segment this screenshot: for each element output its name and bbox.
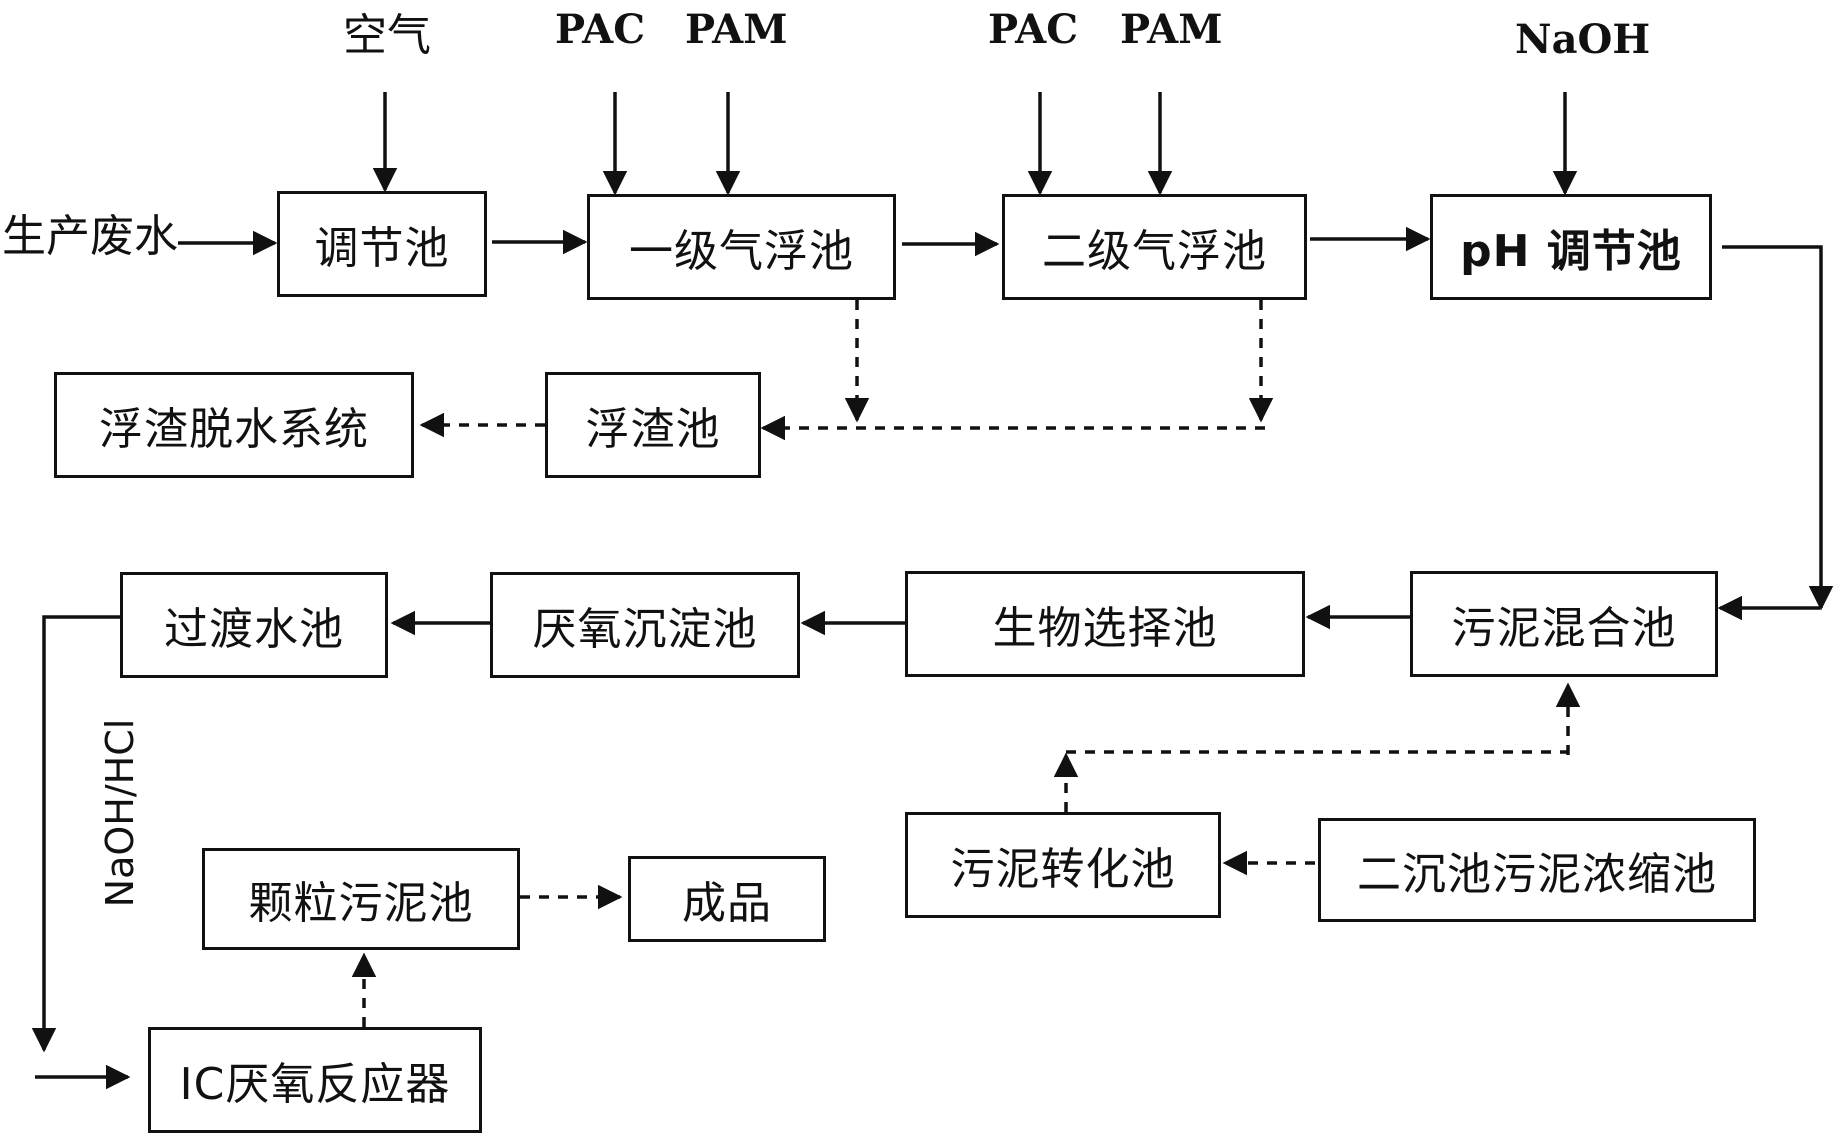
ph-regulating-box: pH 调节池 <box>1430 194 1712 300</box>
acid-base-label: NaOH/HCl <box>98 718 142 908</box>
wastewater-label: 生产废水 <box>2 211 178 262</box>
pac1-label: PAC <box>555 6 646 53</box>
anaerobic-settling-box: 厌氧沉淀池 <box>490 572 800 678</box>
pam1-label: PAM <box>685 6 788 53</box>
flow-ph-to-sludge-mixing <box>1722 245 1834 611</box>
flow-transition-to-ic <box>31 615 120 1053</box>
granular-sludge-box: 颗粒污泥池 <box>202 848 520 950</box>
ic-reactor-box: IC厌氧反应器 <box>148 1027 482 1133</box>
pam2-label: PAM <box>1120 6 1223 53</box>
secondary-flotation-box: 二级气浮池 <box>1002 194 1307 300</box>
transition-tank-box: 过渡水池 <box>120 572 388 678</box>
bio-selection-box: 生物选择池 <box>905 571 1305 677</box>
product-box: 成品 <box>628 856 826 942</box>
sludge-conversion-box: 污泥转化池 <box>905 812 1221 918</box>
sludge-mixing-box: 污泥混合池 <box>1410 571 1718 677</box>
naoh-label: NaOH <box>1515 16 1651 63</box>
air-label: 空气 <box>343 10 431 61</box>
scum-tank-box: 浮渣池 <box>545 372 761 478</box>
primary-flotation-box: 一级气浮池 <box>587 194 896 300</box>
scum-dewatering-box: 浮渣脱水系统 <box>54 372 414 478</box>
pac2-label: PAC <box>988 6 1079 53</box>
regulating-tank-box: 调节池 <box>277 191 487 297</box>
secondary-sludge-thickener-box: 二沉池污泥浓缩池 <box>1318 818 1756 922</box>
